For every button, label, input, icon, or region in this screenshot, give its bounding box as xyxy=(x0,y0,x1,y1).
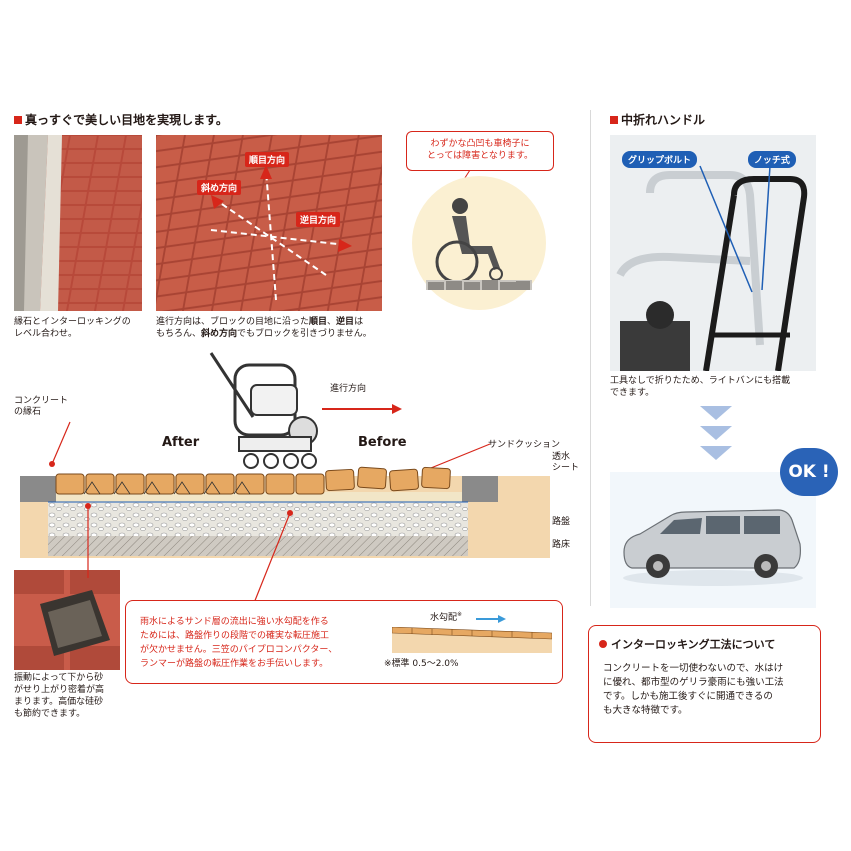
left-section-title: 真っすぐで美しい目地を実現します。 xyxy=(14,111,228,128)
sheet-label: 透水 シート xyxy=(552,452,580,473)
folding-handle-photo xyxy=(610,135,816,371)
ok-badge: OK ! xyxy=(780,448,838,496)
slope-diagram xyxy=(392,627,552,653)
sand-cushion-label: サンドクッション xyxy=(488,440,561,450)
reverse-direction-tag: 逆目方向 xyxy=(296,212,341,227)
minivan-icon xyxy=(623,509,803,586)
photo2-caption: 進行方向は、ブロックの目地に沿った順目、逆目は もちろん、斜め方向でもブロックを… xyxy=(156,317,372,339)
before-label: Before xyxy=(358,435,407,450)
info-leader-line xyxy=(253,510,293,604)
wheelchair-bubble: わずかな凸凹も車椅子に とっては障害となります。 xyxy=(406,131,554,171)
diagonal-direction-tag: 斜め方向 xyxy=(197,180,242,195)
direction-label: 進行方向 xyxy=(330,384,367,394)
interlocking-info-box: インターロッキング工法について コンクリートを一切使わないので、水はけ に優れ、… xyxy=(588,625,821,743)
red-square-icon xyxy=(14,115,22,124)
red-square-icon xyxy=(610,115,618,124)
direction-arrow-icon xyxy=(322,404,402,414)
wheelchair-illustration xyxy=(412,176,546,310)
slope-arrow-icon xyxy=(476,615,506,623)
subgrade-label: 路床 xyxy=(552,540,571,550)
wheelchair-icon xyxy=(426,198,532,290)
info-box-text: コンクリートを一切使わないので、水はけ に優れ、都市型のゲリラ豪雨にも強い工法 … xyxy=(603,663,784,716)
handle-caption: 工具なしで折りたため、ライトバンにも搭載 できます。 xyxy=(610,376,791,398)
slope-label: 水勾配※ xyxy=(430,611,463,623)
info-box-title: インターロッキング工法について xyxy=(599,636,775,652)
tag-leader-lines xyxy=(699,165,771,293)
forward-direction-tag: 順目方向 xyxy=(245,152,290,167)
slope-info-box: 雨水によるサンド層の流出に強い水勾配を作る ためには、路盤作りの段階での確実な転… xyxy=(125,600,563,684)
roadbed-label: 路盤 xyxy=(552,517,571,527)
plate-compactor-icon xyxy=(209,352,318,469)
red-dot-icon xyxy=(599,640,607,648)
sand-rise-photo xyxy=(14,570,120,670)
after-label: After xyxy=(162,435,200,450)
hole-leader-line xyxy=(85,503,91,578)
ground-cross-section xyxy=(20,466,550,558)
photo1-caption: 縁石とインターロッキングの レベル合わせ。 xyxy=(14,317,131,339)
grip-bolt-tag: グリップボルト xyxy=(622,151,698,168)
slope-standard: ※標準 0.5～2.0% xyxy=(384,659,459,669)
sand-rise-caption: 振動によって下から砂 がせり上がり密着が高 まります。高価な硅砂 も節約できます… xyxy=(14,673,105,719)
down-arrows-icon xyxy=(700,406,732,460)
notch-tag: ノッチ式 xyxy=(748,151,796,168)
curb-leader-line xyxy=(49,421,71,467)
curb-label: コンクリート の縁石 xyxy=(14,396,69,417)
section-divider xyxy=(590,110,591,606)
curb-brick-photo xyxy=(14,135,142,311)
car-illustration xyxy=(610,472,816,608)
right-section-title: 中折れハンドル xyxy=(610,111,705,128)
